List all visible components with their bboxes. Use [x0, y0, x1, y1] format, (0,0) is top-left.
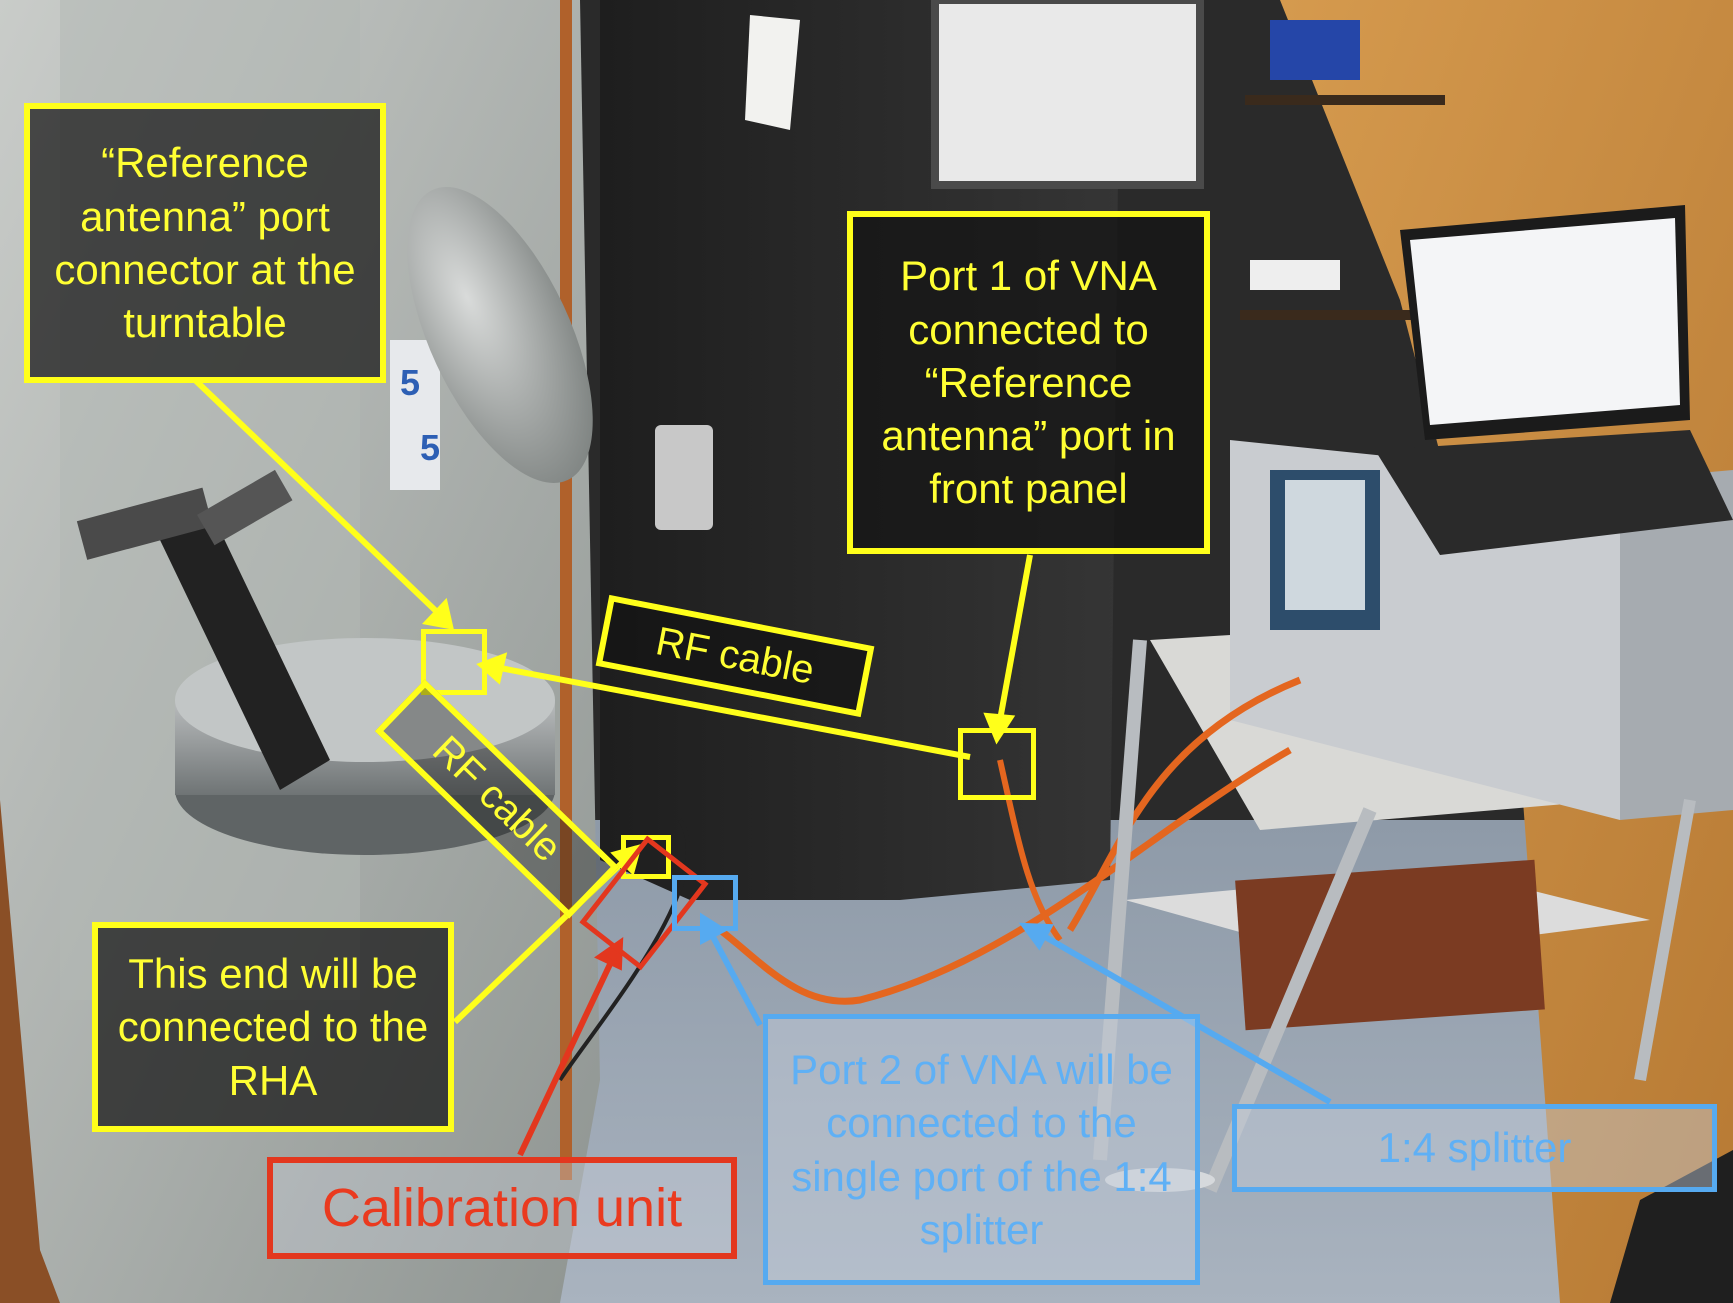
reference-port-turntable-label: “Reference antenna” port connector at th…	[24, 103, 386, 383]
rha-end-label: This end will be connected to the RHA	[92, 922, 454, 1132]
svg-text:5: 5	[400, 362, 420, 403]
splitter-port-marker	[672, 875, 738, 931]
svg-text:5: 5	[420, 427, 440, 468]
reference-port-turntable-text: “Reference antenna” port connector at th…	[54, 139, 356, 347]
vna-port1-label: Port 1 of VNA connected to “Reference an…	[847, 211, 1210, 554]
vna-port2-label: Port 2 of VNA will be connected to the s…	[763, 1014, 1200, 1285]
rha-end-text: This end will be connected to the RHA	[117, 950, 429, 1104]
calibration-unit-text: Calibration unit	[321, 1177, 683, 1238]
front-panel-port-marker	[958, 728, 1036, 800]
turntable-port-marker	[421, 629, 487, 695]
calibration-unit-label: Calibration unit	[267, 1157, 737, 1259]
vna-port2-text: Port 2 of VNA will be connected to the s…	[790, 1045, 1173, 1253]
rha-cable-end-marker	[621, 835, 671, 879]
vna-port1-text: Port 1 of VNA connected to “Reference an…	[881, 252, 1176, 513]
splitter-text: 1:4 splitter	[1377, 1124, 1572, 1172]
splitter-label: 1:4 splitter	[1232, 1104, 1717, 1192]
